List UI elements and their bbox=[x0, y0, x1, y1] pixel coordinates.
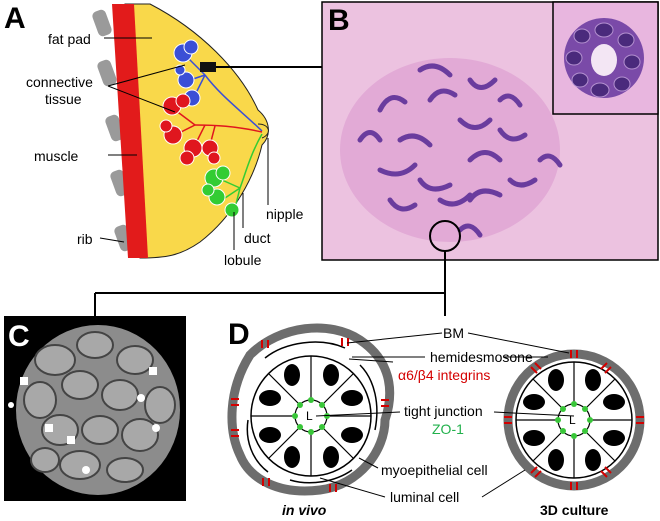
label-bm: BM bbox=[443, 325, 464, 341]
label-fat-pad: fat pad bbox=[48, 31, 91, 47]
panel-a-letter: A bbox=[4, 2, 26, 35]
label-lobule: lobule bbox=[224, 252, 262, 268]
label-myoepithelial: myoepithelial cell bbox=[381, 462, 488, 478]
label-muscle: muscle bbox=[34, 148, 79, 164]
green-lobules bbox=[201, 165, 240, 218]
label-hemidesmosome: hemidesmosone bbox=[430, 349, 533, 365]
red-lobules bbox=[159, 93, 221, 166]
label-nipple: nipple bbox=[266, 206, 304, 222]
label-zo1: ZO-1 bbox=[432, 421, 464, 437]
label-lumen-in-vivo: L bbox=[306, 409, 313, 423]
acinus-3d-culture bbox=[503, 349, 645, 491]
label-connective-2: tissue bbox=[45, 91, 82, 107]
label-3d-culture: 3D culture bbox=[540, 502, 609, 518]
panel-d-letter: D bbox=[228, 318, 250, 351]
acinus-in-vivo bbox=[227, 323, 395, 496]
zoom-connector-bcd bbox=[94, 251, 446, 316]
label-luminal: luminal cell bbox=[390, 489, 460, 505]
label-rib: rib bbox=[77, 231, 93, 247]
panel-a-illustration bbox=[92, 3, 269, 259]
label-lumen-3d: L bbox=[569, 413, 576, 427]
histology-inset bbox=[552, 1, 659, 115]
panel-b-letter: B bbox=[328, 4, 350, 37]
biopsy-marker bbox=[200, 62, 216, 72]
label-connective-1: connective bbox=[26, 74, 93, 90]
label-tight-junction: tight junction bbox=[404, 403, 483, 419]
fat-pad-shape bbox=[124, 3, 269, 259]
panel-c-letter: C bbox=[8, 320, 30, 353]
label-integrins: α6/β4 integrins bbox=[398, 367, 491, 383]
panel-c-sem bbox=[4, 316, 186, 501]
panel-d-schematic bbox=[227, 323, 645, 498]
muscle-shape bbox=[112, 4, 148, 258]
label-in-vivo: in vivo bbox=[282, 502, 327, 518]
label-duct: duct bbox=[244, 230, 271, 246]
panel-b-histology bbox=[321, 1, 659, 261]
